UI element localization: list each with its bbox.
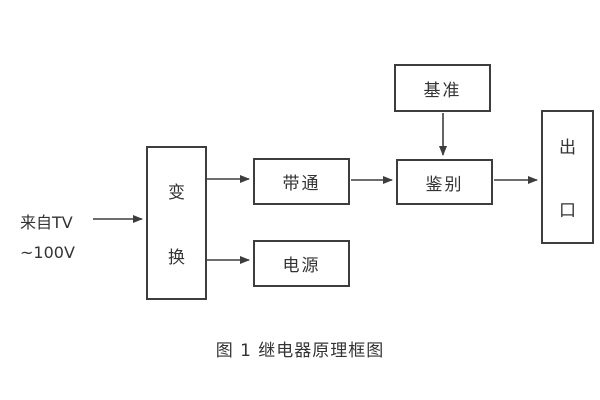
block-bandpass-label: 带通 <box>282 174 321 194</box>
block-power-label: 电源 <box>282 256 321 276</box>
block-reference: 基准 <box>394 64 491 112</box>
block-output-char2: 口 <box>559 201 576 221</box>
block-discriminate: 鉴别 <box>396 159 493 205</box>
input-source-label: 来自TV <box>20 213 73 232</box>
figure-caption: 图 1 继电器原理框图 <box>215 341 385 361</box>
block-output-char1: 出 <box>559 138 576 158</box>
block-reference-label: 基准 <box>423 80 462 101</box>
block-transform-char2: 换 <box>168 248 185 268</box>
block-transform: 变 换 <box>146 146 207 300</box>
input-voltage-label: ~100V <box>20 243 75 262</box>
block-discriminate-label: 鉴别 <box>425 174 464 195</box>
block-transform-char1: 变 <box>168 183 185 203</box>
block-power-supply: 电源 <box>253 240 350 287</box>
block-output: 出 口 <box>541 110 594 244</box>
block-bandpass: 带通 <box>253 158 350 205</box>
